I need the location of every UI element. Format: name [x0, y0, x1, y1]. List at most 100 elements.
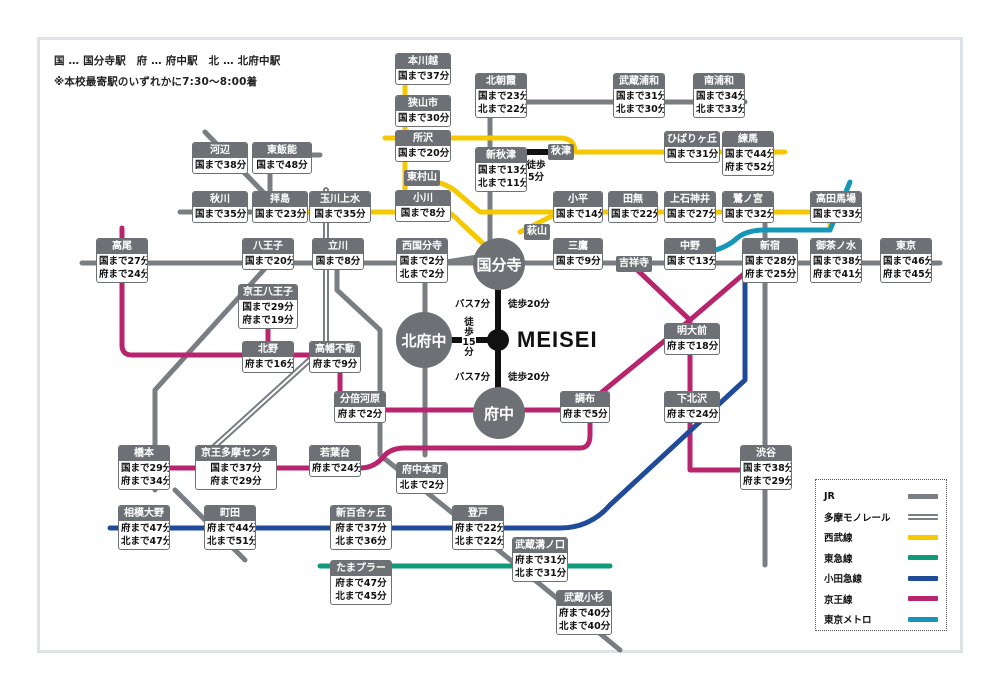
station-wakabadai[interactable]: 若葉台府まで24分 [309, 445, 361, 477]
station-hibarigaoka[interactable]: ひばりヶ丘国まで31分 [664, 131, 720, 163]
station-tokyo[interactable]: 東京国まで46分府まで45分 [880, 238, 932, 283]
station-name: 本川越 [396, 54, 450, 69]
station-name: 玉川上水 [310, 192, 370, 207]
legend-item: 西武線 [824, 527, 938, 548]
station-meidaimae[interactable]: 明大前府まで18分 [664, 323, 720, 355]
travel-time: 府まで31分 [515, 555, 567, 566]
station-sagamiono[interactable]: 相模大野府まで47分北まで47分 [118, 505, 170, 550]
station-haijima[interactable]: 拝島国まで23分 [252, 191, 308, 223]
station-shimokitazawa[interactable]: 下北沢府まで24分 [664, 391, 720, 423]
station-musashimizonokuchi[interactable]: 武蔵溝ノ口府まで31分北まで31分 [512, 537, 568, 582]
tag-haginoyama[interactable]: 萩山 [524, 224, 550, 240]
station-nishikokubunji[interactable]: 西国分寺国まで2分北まで2分 [396, 238, 448, 283]
travel-time: 府まで5分 [563, 409, 608, 420]
travel-time: 国まで35分 [314, 209, 366, 220]
station-higashihanno[interactable]: 東飯能国まで48分 [252, 142, 312, 174]
travel-time: 府まで9分 [312, 359, 358, 370]
station-ogawa[interactable]: 小川国まで8分 [395, 190, 451, 222]
station-kamishakujii[interactable]: 上石神井国まで27分 [664, 191, 716, 223]
school-name: MEISEI [517, 327, 598, 352]
hub-kitafuchu[interactable]: 北府中 [396, 312, 452, 368]
travel-time: 国まで37分 [398, 71, 450, 82]
tag-kichijoji[interactable]: 吉祥寺 [616, 256, 652, 272]
station-machida[interactable]: 町田府まで44分北まで51分 [204, 505, 256, 550]
station-name: 北野 [243, 342, 293, 357]
travel-time: 府まで52分 [725, 162, 774, 173]
travel-time: 府まで24分 [667, 409, 719, 420]
station-name: 北朝霞 [476, 74, 526, 89]
station-hon-kawagoe[interactable]: 本川越国まで37分 [395, 53, 451, 85]
station-minamiurawa[interactable]: 南浦和国まで34分北まで33分 [693, 73, 745, 118]
legend-item: 東急線 [824, 548, 938, 569]
station-shinakitsu[interactable]: 新秋津国まで13分北まで11分 [475, 147, 527, 192]
travel-time: 国まで29分 [121, 463, 170, 474]
travel-time: 北まで31分 [515, 568, 567, 579]
station-chofu[interactable]: 調布府まで5分 [560, 391, 610, 423]
station-mitaka[interactable]: 三鷹国まで9分 [553, 238, 603, 270]
station-name: 中野 [665, 239, 715, 254]
travel-time: 国まで20分 [245, 256, 294, 267]
station-ochanomizu[interactable]: 御茶ノ水国まで38分府まで41分 [810, 238, 862, 283]
station-tamaplaza[interactable]: たまプラー府まで47分北まで45分 [330, 560, 392, 605]
station-fuchuhonmachi[interactable]: 府中本町北まで2分 [396, 462, 448, 494]
travel-time: 府まで41分 [813, 269, 862, 280]
station-shinjuku[interactable]: 新宿国まで28分府まで25分 [742, 238, 798, 283]
station-keiohachioji[interactable]: 京王八王子国まで29分府まで19分 [238, 284, 298, 329]
legend-label: 京王線 [824, 594, 853, 606]
travel-time: 国まで29分 [242, 302, 294, 313]
legend-item: 小田急線 [824, 568, 938, 589]
travel-time: 国まで33分 [813, 209, 862, 220]
seibu-ikebukuro-line [382, 135, 788, 155]
station-akigawa[interactable]: 秋川国まで35分 [192, 191, 248, 223]
station-shinyurigaoka[interactable]: 新百合ヶ丘府まで37分北まで36分 [330, 505, 392, 550]
station-shibuya[interactable]: 渋谷国まで38分府まで29分 [740, 445, 792, 490]
station-musashikosugi[interactable]: 武蔵小杉府まで40分北まで40分 [556, 590, 612, 635]
station-takahatafudo[interactable]: 高幡不動府まで9分 [309, 341, 361, 373]
station-kitaasaka[interactable]: 北朝霞国まで23分北まで22分 [475, 73, 527, 118]
station-bubaigawara[interactable]: 分倍河原府まで2分 [334, 391, 386, 423]
fuchu-bus-label: バス7分 [455, 372, 491, 383]
kokubunji-bus-label: バス7分 [455, 299, 491, 310]
legend-swatch [908, 534, 938, 540]
station-name: 町田 [205, 506, 255, 521]
travel-time: 国まで44分 [725, 149, 774, 160]
travel-time: 国まで20分 [398, 148, 450, 159]
travel-time: 北まで36分 [335, 536, 387, 547]
station-tanashi[interactable]: 田無国まで22分 [608, 191, 658, 223]
station-kodaira[interactable]: 小平国まで14分 [553, 191, 603, 223]
tag-akitsu[interactable]: 秋津 [548, 144, 574, 160]
travel-time: 国まで23分 [255, 209, 307, 220]
station-name: 相模大野 [119, 506, 169, 521]
station-kitano[interactable]: 北野府まで16分 [242, 341, 294, 373]
station-musashiurawa[interactable]: 武蔵浦和国まで31分北まで30分 [613, 73, 665, 118]
hub-fuchu[interactable]: 府中 [473, 387, 525, 439]
station-name: 鷺ノ宮 [723, 192, 773, 207]
station-hashimoto[interactable]: 橋本国まで29分府まで34分 [118, 445, 170, 490]
legend-label: 東京メトロ [824, 615, 872, 627]
travel-time: 府まで24分 [99, 269, 148, 280]
station-tokorozawa[interactable]: 所沢国まで20分 [395, 130, 451, 162]
legend-swatch [908, 575, 938, 581]
station-tachikawa[interactable]: 立川国まで8分 [312, 238, 364, 270]
station-keiotamacenter[interactable]: 京王多摩センタ国まで37分府まで29分 [195, 445, 277, 490]
station-takao[interactable]: 高尾国まで27分府まで24分 [96, 238, 148, 283]
travel-time: 国まで35分 [195, 209, 247, 220]
station-name: 渋谷 [741, 446, 791, 461]
travel-time: 府まで34分 [121, 476, 170, 487]
station-nakano[interactable]: 中野国まで13分 [664, 238, 716, 270]
station-sayamashi[interactable]: 狭山市国まで30分 [395, 95, 451, 127]
legend-swatch [908, 616, 938, 622]
station-tamagawajosui[interactable]: 玉川上水国まで35分 [309, 191, 371, 223]
travel-time: 北まで11分 [478, 178, 527, 189]
tag-higashimurayama[interactable]: 東村山 [404, 170, 440, 186]
hub-kokubunji[interactable]: 国分寺 [473, 238, 525, 290]
station-name: 調布 [561, 392, 609, 407]
station-takadanobaba[interactable]: 高田馬場国まで33分 [810, 191, 862, 223]
travel-time: 府まで29分 [743, 476, 792, 487]
station-noborito[interactable]: 登戸府まで22分北まで22分 [452, 505, 504, 550]
station-hachioji[interactable]: 八王子国まで20分 [242, 238, 294, 270]
station-nerima[interactable]: 練馬国まで44分府まで52分 [722, 131, 774, 176]
legend-label: 東急線 [824, 553, 853, 565]
station-kawabe[interactable]: 河辺国まで38分 [192, 142, 248, 174]
station-saginomiya[interactable]: 鷺ノ宮国まで32分 [722, 191, 774, 223]
